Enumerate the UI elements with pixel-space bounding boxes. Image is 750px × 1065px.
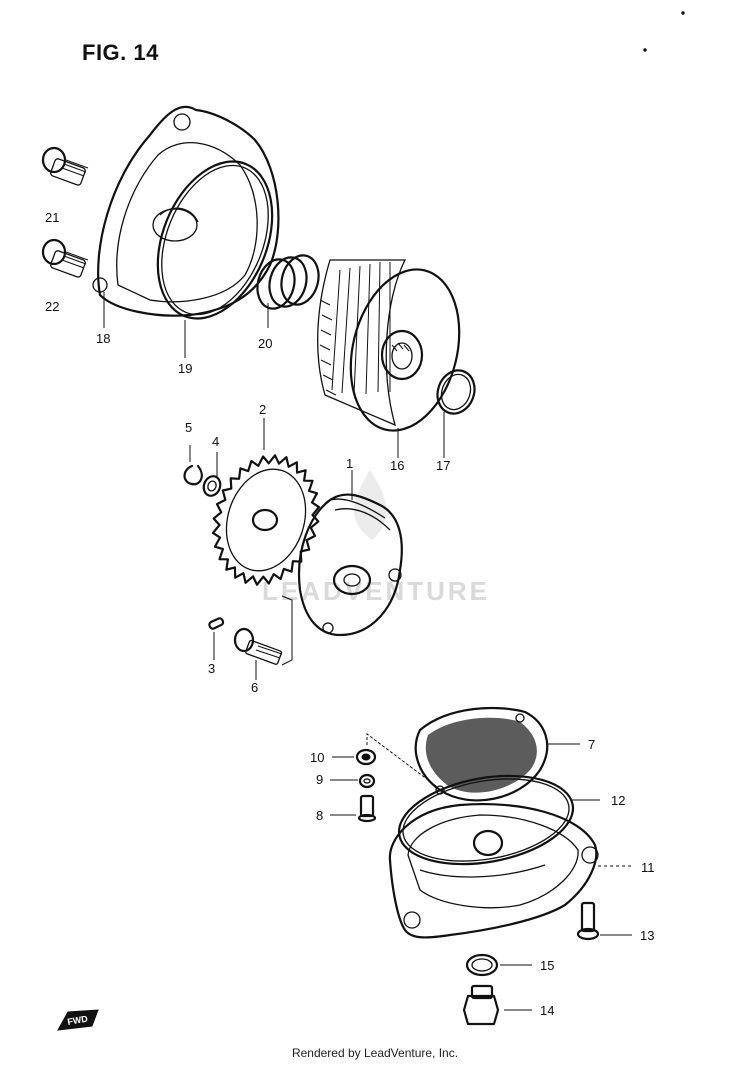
part-1-oil-pump[interactable] bbox=[298, 493, 403, 637]
speck bbox=[681, 11, 685, 15]
part-9-washer[interactable] bbox=[358, 773, 376, 789]
part-2-gear[interactable] bbox=[211, 454, 321, 586]
part-10-washer[interactable] bbox=[355, 748, 377, 766]
callout-2: 2 bbox=[259, 402, 266, 417]
callout-15: 15 bbox=[540, 958, 554, 973]
callout-11: 11 bbox=[641, 860, 655, 875]
callout-12: 12 bbox=[611, 793, 625, 808]
part-21-bolt[interactable] bbox=[41, 146, 89, 186]
leader-dashed bbox=[366, 732, 437, 787]
leader-lines bbox=[103, 292, 632, 1011]
callout-19: 19 bbox=[178, 361, 192, 376]
part-13-bolt[interactable] bbox=[576, 901, 600, 941]
callout-14: 14 bbox=[540, 1003, 554, 1018]
callout-13: 13 bbox=[640, 928, 654, 943]
callout-7: 7 bbox=[588, 737, 595, 752]
part-16-oil-filter[interactable] bbox=[317, 258, 476, 442]
part-7-gasket[interactable] bbox=[414, 706, 549, 802]
part-8-bolt[interactable] bbox=[357, 794, 377, 823]
callout-9: 9 bbox=[316, 772, 323, 787]
part-5-circlip[interactable] bbox=[183, 464, 203, 486]
callout-3: 3 bbox=[208, 661, 215, 676]
callout-1: 1 bbox=[346, 456, 353, 471]
part-11-oil-pan[interactable] bbox=[388, 802, 599, 939]
bracket-line bbox=[281, 595, 293, 666]
part-12-o-ring[interactable] bbox=[392, 763, 580, 876]
callout-6: 6 bbox=[251, 680, 258, 695]
part-3-pin[interactable] bbox=[208, 617, 225, 630]
callout-22: 22 bbox=[45, 299, 59, 314]
callout-18: 18 bbox=[96, 331, 110, 346]
part-14-drain-plug[interactable] bbox=[462, 984, 500, 1026]
callout-labels: 1 2 3 4 5 6 7 8 9 10 11 12 13 14 15 16 1… bbox=[45, 210, 655, 1018]
callout-16: 16 bbox=[390, 458, 404, 473]
callout-10: 10 bbox=[310, 750, 324, 765]
callout-17: 17 bbox=[436, 458, 450, 473]
fwd-direction-icon: FWD bbox=[57, 1009, 99, 1031]
callout-21: 21 bbox=[45, 210, 59, 225]
watermark-flame-icon bbox=[354, 470, 387, 540]
part-15-gasket[interactable] bbox=[465, 953, 499, 977]
figure-title: FIG. 14 bbox=[82, 40, 159, 65]
callout-5: 5 bbox=[185, 420, 192, 435]
callout-20: 20 bbox=[258, 336, 272, 351]
part-17-o-ring[interactable] bbox=[432, 365, 481, 419]
part-4-washer[interactable] bbox=[201, 474, 223, 498]
watermark-text: LEADVENTURE bbox=[262, 576, 490, 606]
footer-credit: Rendered by LeadVenture, Inc. bbox=[291, 1046, 459, 1060]
callout-4: 4 bbox=[212, 434, 219, 449]
fwd-label: FWD bbox=[67, 1013, 89, 1026]
part-20-spring[interactable] bbox=[252, 251, 324, 313]
part-18-filter-cover[interactable] bbox=[92, 105, 280, 317]
callout-8: 8 bbox=[316, 808, 323, 823]
part-6-bolt[interactable] bbox=[233, 627, 283, 665]
part-19-o-ring[interactable] bbox=[136, 144, 294, 335]
speck bbox=[643, 48, 647, 52]
part-22-bolt[interactable] bbox=[41, 238, 89, 278]
